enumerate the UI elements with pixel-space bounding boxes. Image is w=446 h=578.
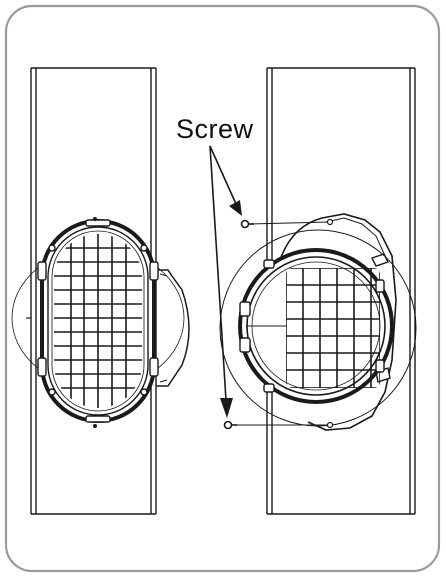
left-top-pin [93, 217, 97, 221]
screw-callout-label: Screw [176, 114, 254, 144]
callout-arrow-bottom [209, 145, 233, 418]
right-hoop-clips [239, 259, 385, 393]
callout-arrow-top [209, 145, 242, 216]
top-screw-line [249, 221, 331, 225]
left-bottom-pin [93, 424, 97, 428]
top-screw [240, 219, 254, 229]
right-back-ring [219, 229, 417, 427]
left-grid-template [54, 234, 142, 408]
right-bracket-tab-top [371, 253, 389, 267]
right-hoop-assembly [219, 67, 417, 515]
left-hoop-clips [37, 219, 159, 423]
right-grid-template [286, 268, 380, 388]
left-hoop-assembly [11, 67, 190, 515]
left-side-bracket [156, 269, 190, 387]
bottom-screw [223, 420, 237, 430]
left-inner-hoop [47, 226, 149, 416]
